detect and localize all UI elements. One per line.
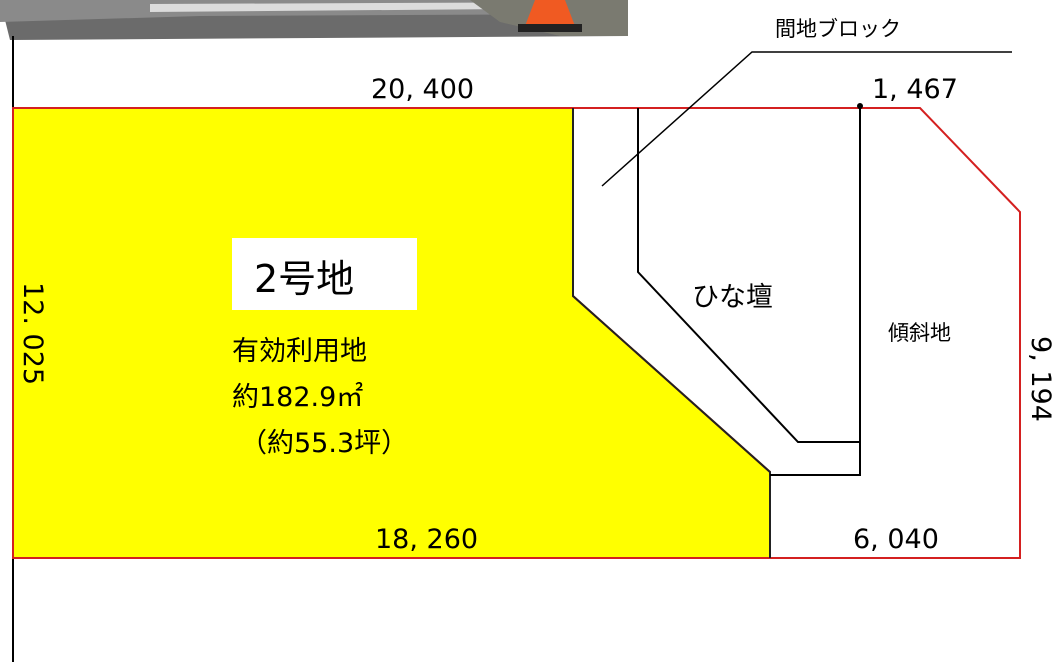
plot-2-area	[12, 107, 771, 559]
dimension-top-right: 1, 467	[872, 74, 958, 105]
boundary-point	[857, 103, 863, 109]
dimension-bottom-right: 6, 040	[853, 524, 939, 555]
plot-name: 2号地	[254, 257, 354, 301]
slope-label: 傾斜地	[888, 321, 951, 345]
plot-name-box	[232, 238, 417, 310]
usable-area-label: 有効利用地	[232, 336, 367, 367]
traffic-cone-icon	[518, 0, 582, 32]
road-photo	[0, 0, 628, 40]
area-tsubo: （約55.3坪）	[240, 428, 408, 459]
dimension-top-left: 20, 400	[371, 74, 474, 105]
hina-dan-lower-edge	[770, 108, 861, 476]
plot-edge	[572, 108, 771, 558]
site-boundary	[573, 107, 1021, 559]
block-leader-line	[601, 51, 1012, 187]
dimension-left-side: 12. 025	[17, 282, 48, 385]
area-sqm: 約182.9㎡	[232, 382, 363, 413]
block-label: 間地ブロック	[775, 17, 901, 41]
dimension-right-side: 9, 194	[1025, 336, 1056, 422]
hina-dan-label: ひな壇	[692, 282, 773, 313]
dimension-bottom-left: 18, 260	[375, 524, 478, 555]
